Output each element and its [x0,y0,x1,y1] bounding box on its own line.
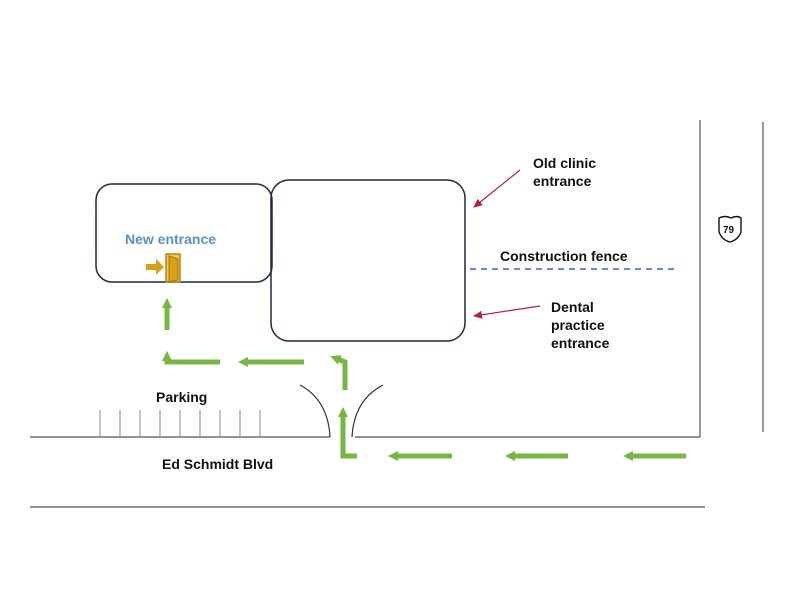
street-name-label: Ed Schmidt Blvd [162,456,274,472]
dental-line-1: Dental [551,299,594,315]
old-clinic-line-2: entrance [533,173,592,189]
dental-practice-entrance-label: Dental practice entrance [551,298,609,352]
parking-label: Parking [156,389,208,405]
dental-entrance-pointer [473,305,541,319]
parking-stalls [99,410,261,437]
highway-number-label: 79 [723,225,735,236]
old-entrance-pointer [473,169,521,208]
old-clinic-line-1: Old clinic [533,155,597,171]
driveway-curb-right [351,384,384,438]
new-entrance-label: New entrance [125,231,217,247]
construction-fence-label: Construction fence [500,248,628,264]
route-seg-4 [338,407,357,459]
door-enter-icon [146,253,181,283]
new-clinic-building [95,183,273,283]
highway-shield-icon [718,215,742,243]
route-path [162,298,686,461]
old-clinic-entrance-label: Old clinic entrance [533,154,596,190]
main-building [270,179,466,342]
route-seg-7 [162,351,220,365]
driveway-curb-left [299,384,331,438]
dental-line-3: entrance [551,335,610,351]
dental-line-2: practice [551,317,605,333]
route-seg-5 [330,355,348,390]
